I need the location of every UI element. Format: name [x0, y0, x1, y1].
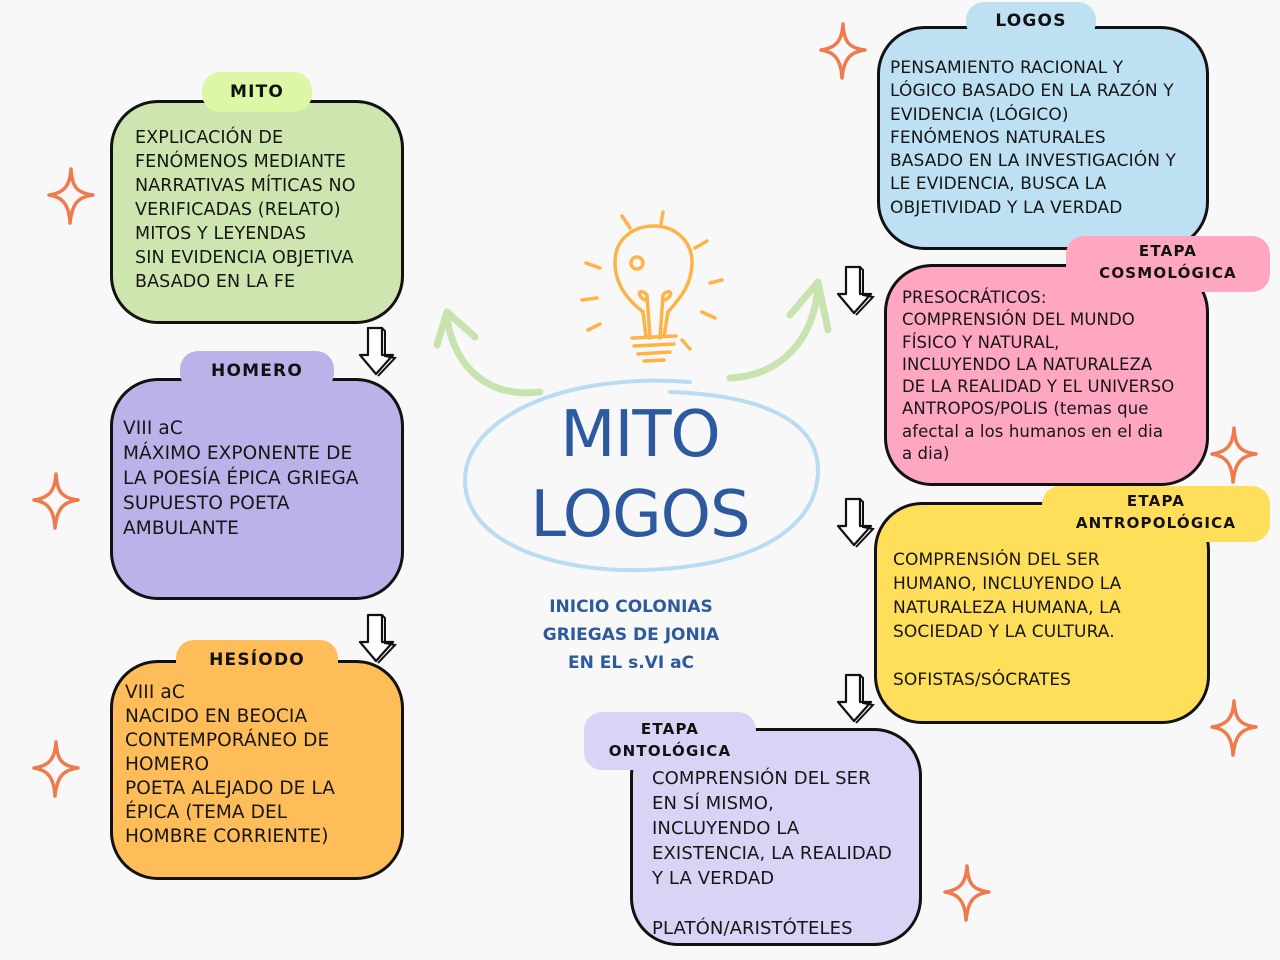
sparkle-star-icon [1210, 699, 1258, 757]
sparkle-star-icon [32, 472, 80, 530]
down-arrow-icon [836, 497, 875, 548]
logos-box [877, 26, 1209, 250]
antropologica-tab: ETAPA ANTROPOLÓGICA [1042, 486, 1270, 542]
antropologica-text: COMPRENSIÓN DEL SER HUMANO, INCLUYENDO L… [893, 550, 1122, 690]
cosmologica-box [884, 264, 1209, 486]
sparkle-star-icon [32, 740, 80, 798]
cosmologica-text: PRESOCRÁTICOS: COMPRENSIÓN DEL MUNDO FÍS… [902, 288, 1175, 464]
ontologica-text: COMPRENSIÓN DEL SER EN SÍ MISMO, INCLUYE… [652, 768, 892, 939]
homero-text: VIII aC MÁXIMO EXPONENTE DE LA POESÍA ÉP… [123, 418, 359, 539]
curved-arrow-left-icon [443, 314, 544, 397]
ontologica-tab: ETAPA ONTOLÓGICA [584, 712, 756, 770]
sparkle-star-icon [819, 22, 867, 80]
sparkle-star-icon [47, 167, 95, 225]
cosmologica-tab: ETAPA COSMOLÓGICA [1066, 236, 1270, 292]
sparkle-star-icon [1210, 426, 1258, 484]
mito-tab: MITO [202, 72, 312, 112]
down-arrow-icon [836, 265, 875, 316]
hesiodo-tab: HESÍODO [176, 640, 338, 680]
curved-arrow-right-icon [726, 281, 822, 382]
down-arrow-icon [358, 326, 397, 377]
down-arrow-icon [358, 613, 397, 664]
center-subtitle: INICIO COLONIAS GRIEGAS DE JONIA EN EL s… [542, 597, 720, 673]
logos-tab: LOGOS [966, 2, 1096, 40]
logos-text: PENSAMIENTO RACIONAL Y LÓGICO BASADO EN … [890, 58, 1177, 218]
mito-box [110, 100, 404, 324]
mito-text: EXPLICACIÓN DE FENÓMENOS MEDIANTE NARRAT… [135, 128, 356, 292]
hesiodo-box [110, 660, 404, 880]
hesiodo-text: VIII aC NACIDO EN BEOCIA CONTEMPORÁNEO D… [125, 682, 336, 847]
homero-tab: HOMERO [180, 351, 334, 391]
center-title: MITO LOGOS [530, 398, 750, 552]
down-arrow-icon [836, 673, 875, 724]
ellipse-outline-icon [462, 378, 821, 573]
lightbulb-icon [580, 210, 724, 363]
sparkle-star-icon [943, 864, 991, 922]
